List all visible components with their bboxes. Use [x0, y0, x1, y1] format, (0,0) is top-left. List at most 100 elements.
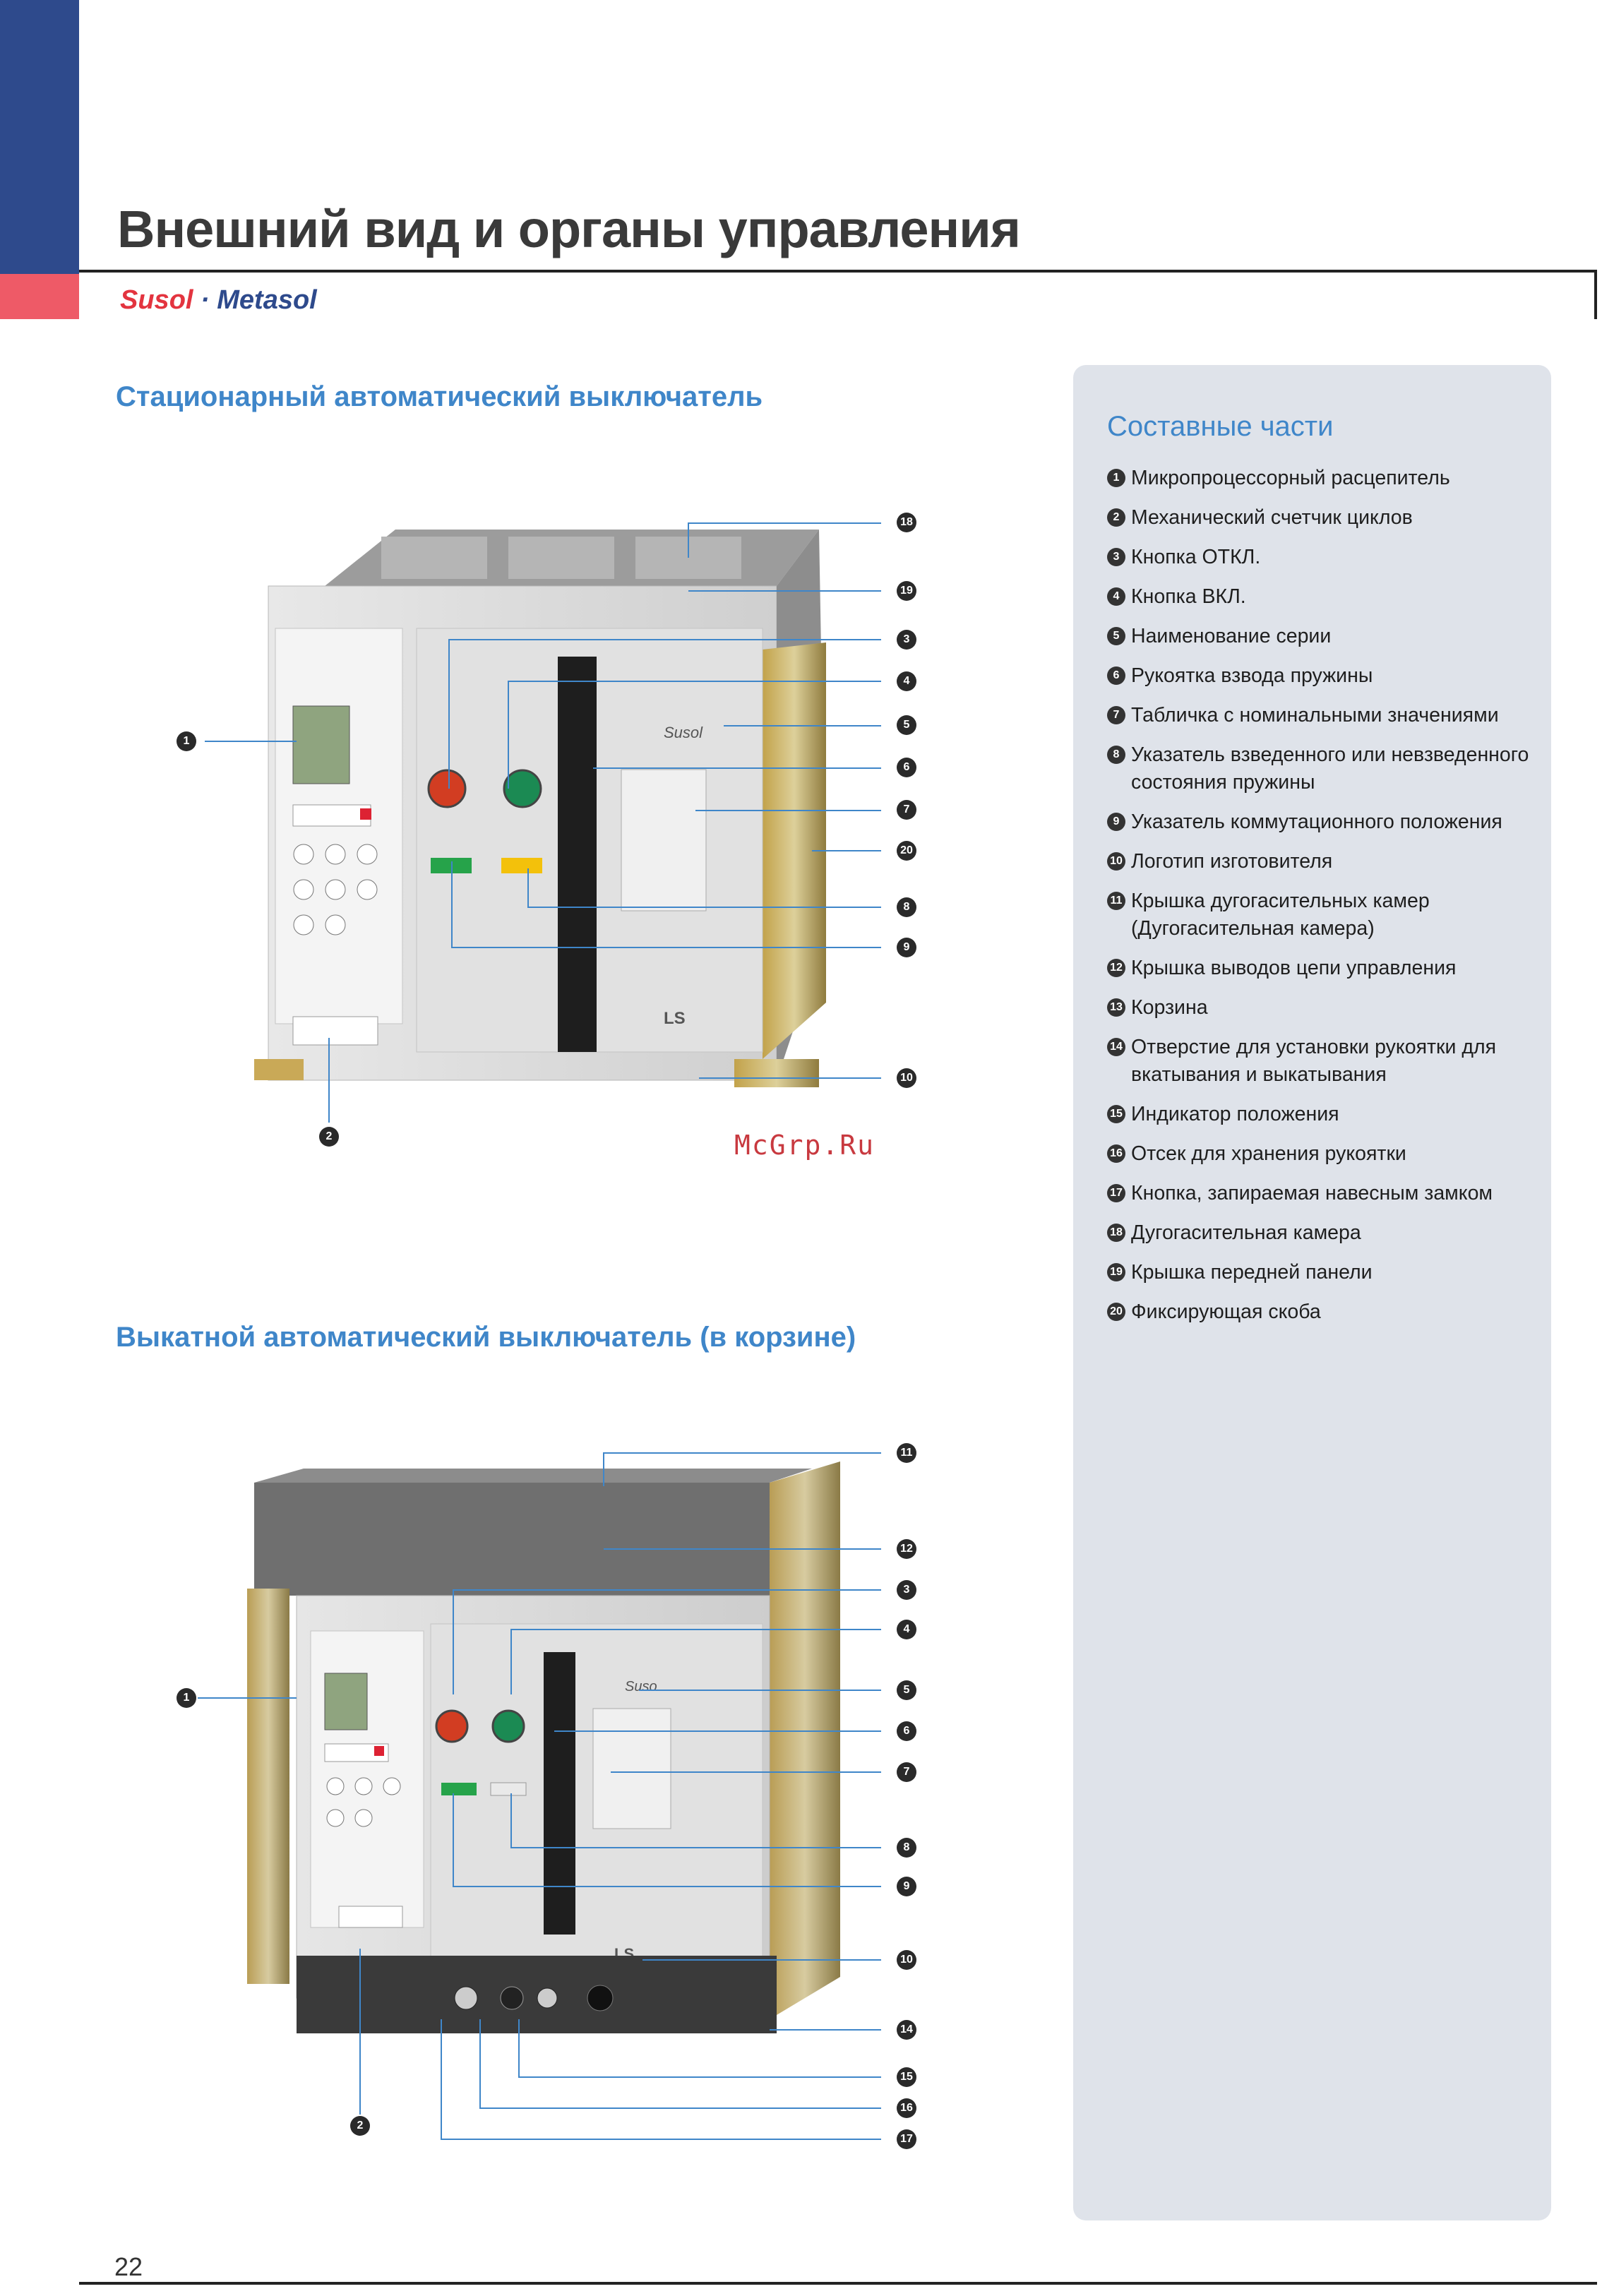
- parts-item-text: Отверстие для установки рукоятки для вка…: [1131, 1036, 1497, 1086]
- callout-fixed-4: 4: [897, 671, 916, 691]
- callout-fixed-5: 5: [897, 715, 916, 735]
- parts-list-item: 13 Корзина: [1107, 994, 1538, 1022]
- parts-list-item: 20 Фиксирующая скоба: [1107, 1298, 1538, 1326]
- parts-number-badge: 4: [1107, 587, 1125, 606]
- callout-drawout-1: 1: [177, 1688, 196, 1708]
- svg-text:LS: LS: [664, 1009, 686, 1028]
- parts-item-text: Наименование серии: [1131, 625, 1332, 647]
- parts-number-badge: 15: [1107, 1105, 1125, 1123]
- brand-susol: Susol: [120, 285, 193, 315]
- callout-fixed-9: 9: [897, 938, 916, 957]
- callout-drawout-17: 17: [897, 2129, 916, 2149]
- parts-list-item: 18 Дугогасительная камера: [1107, 1219, 1538, 1247]
- section-title-fixed: Стационарный автоматический выключатель: [116, 381, 763, 412]
- brand-logo: Susol · Metasol: [120, 285, 317, 316]
- callout-drawout-15: 15: [897, 2067, 916, 2087]
- parts-number-badge: 20: [1107, 1303, 1125, 1321]
- callout-fixed-8: 8: [897, 897, 916, 917]
- callout-drawout-2: 2: [350, 2116, 370, 2136]
- parts-item-text: Указатель коммутационного положения: [1131, 811, 1502, 833]
- callout-drawout-8: 8: [897, 1838, 916, 1858]
- parts-number-badge: 14: [1107, 1038, 1125, 1056]
- callout-drawout-12: 12: [897, 1539, 916, 1559]
- parts-item-text: Микропроцессорный расцепитель: [1131, 467, 1450, 489]
- parts-number-badge: 13: [1107, 998, 1125, 1017]
- callout-fixed-18: 18: [897, 513, 916, 532]
- page-number: 22: [114, 2252, 143, 2281]
- parts-item-text: Крышка дугогасительных камер (Дугогасите…: [1131, 890, 1430, 940]
- side-stripe-red: [0, 274, 79, 319]
- parts-list-item: 10 Логотип изготовителя: [1107, 848, 1538, 875]
- title-rule-end: [1594, 270, 1597, 319]
- parts-number-badge: 11: [1107, 892, 1125, 910]
- brand-metasol: Metasol: [217, 285, 317, 315]
- callout-fixed-7: 7: [897, 800, 916, 820]
- side-stripe-blue: [0, 0, 79, 274]
- parts-number-badge: 12: [1107, 959, 1125, 977]
- parts-item-text: Механический счетчик циклов: [1131, 506, 1413, 529]
- fixed-breaker-photo: Susol LS: [254, 530, 826, 1087]
- parts-number-badge: 19: [1107, 1263, 1125, 1281]
- callout-drawout-14: 14: [897, 2020, 916, 2040]
- callout-drawout-10: 10: [897, 1950, 916, 1970]
- parts-panel-title: Составные части: [1107, 411, 1334, 442]
- callout-drawout-3: 3: [897, 1580, 916, 1600]
- parts-item-text: Указатель взведенного или невзведенного …: [1131, 743, 1529, 794]
- callout-drawout-9: 9: [897, 1877, 916, 1896]
- parts-item-text: Рукоятка взвода пружины: [1131, 664, 1373, 687]
- callout-fixed-1: 1: [177, 731, 196, 751]
- parts-number-badge: 5: [1107, 627, 1125, 645]
- parts-number-badge: 17: [1107, 1184, 1125, 1202]
- parts-list-item: 14 Отверстие для установки рукоятки для в…: [1107, 1034, 1538, 1089]
- parts-list-item: 17 Кнопка, запираемая навесным замком: [1107, 1180, 1538, 1207]
- parts-number-badge: 8: [1107, 746, 1125, 764]
- callout-fixed-3: 3: [897, 630, 916, 650]
- parts-panel: [1073, 365, 1551, 2220]
- parts-number-badge: 16: [1107, 1144, 1125, 1163]
- parts-item-text: Корзина: [1131, 996, 1208, 1019]
- parts-number-badge: 10: [1107, 852, 1125, 871]
- parts-item-text: Кнопка ВКЛ.: [1131, 585, 1246, 608]
- title-rule: [79, 270, 1597, 273]
- parts-list-item: 15 Индикатор положения: [1107, 1101, 1538, 1128]
- callout-fixed-20: 20: [897, 841, 916, 861]
- watermark: McGrp.Ru: [734, 1130, 875, 1161]
- footer-rule: [79, 2282, 1597, 2285]
- parts-item-text: Фиксирующая скоба: [1131, 1301, 1321, 1323]
- parts-list-item: 5 Наименование серии: [1107, 623, 1538, 650]
- parts-number-badge: 2: [1107, 508, 1125, 527]
- callout-drawout-16: 16: [897, 2098, 916, 2118]
- callout-fixed-19: 19: [897, 581, 916, 601]
- parts-item-text: Дугогасительная камера: [1131, 1221, 1361, 1244]
- callout-fixed-2: 2: [319, 1127, 339, 1147]
- parts-item-text: Отсек для хранения рукоятки: [1131, 1142, 1406, 1165]
- parts-list: 1 Микропроцессорный расцепитель 2 Механичес…: [1107, 465, 1538, 1338]
- parts-list-item: 4 Кнопка ВКЛ.: [1107, 583, 1538, 611]
- callout-fixed-6: 6: [897, 758, 916, 777]
- callout-fixed-10: 10: [897, 1068, 916, 1088]
- parts-item-text: Кнопка, запираемая навесным замком: [1131, 1182, 1493, 1204]
- callout-drawout-7: 7: [897, 1762, 916, 1782]
- svg-text:Susol: Susol: [664, 724, 703, 741]
- parts-list-item: 11 Крышка дугогасительных камер (Дугогаси…: [1107, 887, 1538, 943]
- parts-list-item: 9 Указатель коммутационного положения: [1107, 808, 1538, 836]
- parts-list-item: 2 Механический счетчик циклов: [1107, 504, 1538, 532]
- section-title-drawout: Выкатной автоматический выключатель (в к…: [116, 1322, 856, 1353]
- parts-number-badge: 9: [1107, 813, 1125, 831]
- parts-item-text: Кнопка ОТКЛ.: [1131, 546, 1261, 568]
- parts-item-text: Логотип изготовителя: [1131, 850, 1333, 873]
- callout-drawout-5: 5: [897, 1680, 916, 1700]
- parts-list-item: 16 Отсек для хранения рукоятки: [1107, 1140, 1538, 1168]
- parts-list-item: 12 Крышка выводов цепи управления: [1107, 955, 1538, 982]
- parts-list-item: 1 Микропроцессорный расцепитель: [1107, 465, 1538, 492]
- brand-separator: ·: [201, 285, 210, 315]
- parts-item-text: Крышка выводов цепи управления: [1131, 957, 1457, 979]
- parts-number-badge: 1: [1107, 469, 1125, 487]
- parts-number-badge: 18: [1107, 1224, 1125, 1242]
- parts-item-text: Индикатор положения: [1131, 1103, 1339, 1125]
